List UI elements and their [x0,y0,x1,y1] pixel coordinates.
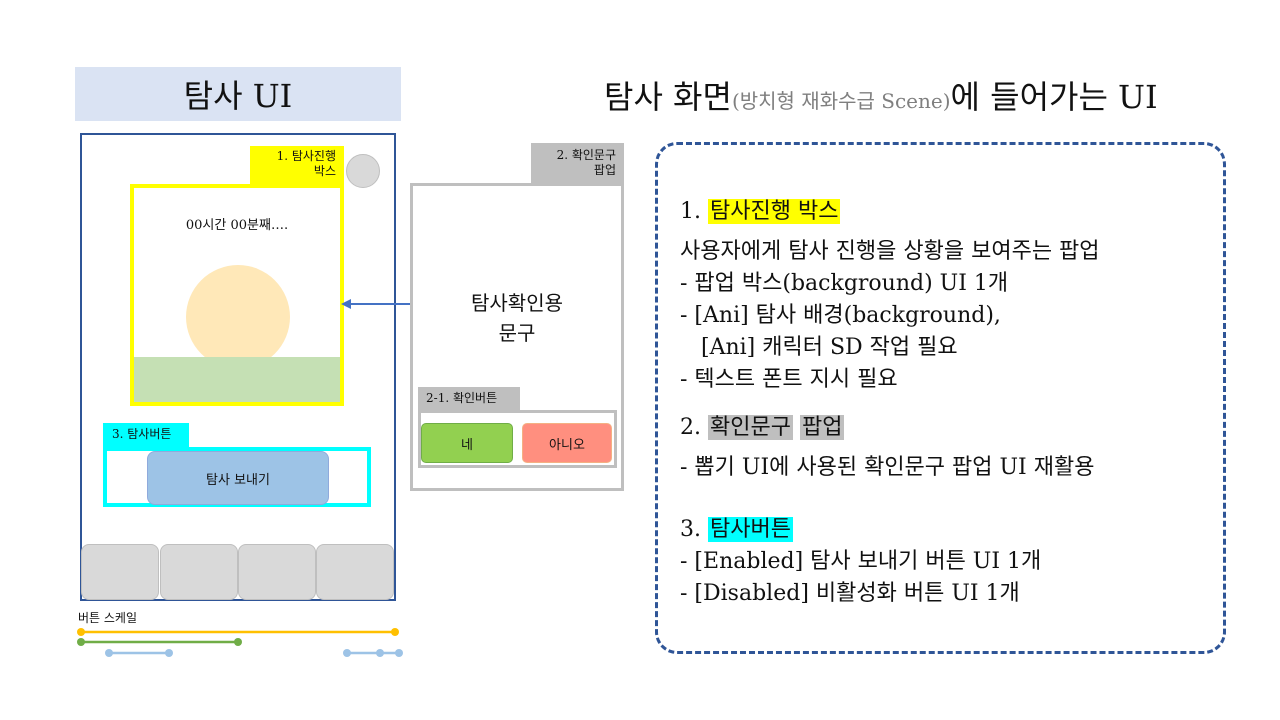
section2-item: - 뽑기 UI에 사용된 확인문구 팝업 UI 재활용 [680,455,1095,480]
send-expedition-button[interactable]: 탐사 보내기 [147,451,329,505]
popup-tag-line2: 팝업 [593,163,616,177]
ui-title: 탐사 UI [75,67,401,121]
section1-item: - 팝업 박스(background) UI 1개 [680,271,1009,296]
yes-button[interactable]: 네 [421,423,513,463]
section3-item: - [Disabled] 비활성화 버튼 UI 1개 [680,581,1020,606]
popup-tag-line1: 2. 확인문구 [556,148,616,162]
section3-item: - [Enabled] 탐사 보내기 버튼 UI 1개 [680,549,1042,574]
section1-heading: 1. 탐사진행 박스 [680,196,1210,228]
page-heading: 탐사 화면(방치형 재화수급 Scene)에 들어가는 UI [604,72,1158,118]
avatar-circle [346,154,380,188]
section3-number: 3. [680,517,701,542]
progress-box-tag: 1. 탐사진행 박스 [250,146,344,186]
description-panel [655,142,1226,654]
send-button-tag: 3. 탐사버튼 [103,423,189,447]
button-scale-lines [77,628,403,657]
section1-item: - [Ani] 탐사 배경(background), [680,303,1001,328]
progress-tag-line1: 1. 탐사진행 [276,149,336,163]
send-button-area [103,447,371,507]
confirm-popup-tag: 2. 확인문구 팝업 [531,143,624,185]
arrow-left-icon [341,299,412,309]
section2-number: 2. [680,415,701,440]
tabbar-button-2[interactable] [160,544,238,600]
progress-tag-line2: 박스 [313,164,336,178]
section1-intro: 사용자에게 탐사 진행을 상황을 보여주는 팝업 [680,239,1100,264]
tabbar-button-1[interactable] [81,544,159,600]
popup-message: 탐사확인용 문구 [413,288,621,348]
progress-sun-circle [186,265,290,369]
section2-title-part1: 확인문구 [708,415,793,440]
heading-main: 탐사 화면 [604,78,732,116]
popup-message-line1: 탐사확인용 [471,291,563,315]
section1-title: 탐사진행 박스 [708,199,841,224]
progress-box: 00시간 00분째…. [130,184,344,406]
section1-number: 1. [680,199,701,224]
progress-ground [134,357,340,402]
progress-time-text: 00시간 00분째…. [185,218,289,233]
popup-message-line2: 문구 [498,321,536,345]
confirm-button-tag: 2-1. 확인버튼 [418,387,520,411]
heading-tail: 에 들어가는 UI [950,78,1158,116]
tabbar-button-3[interactable] [238,544,316,600]
section3-title: 탐사버튼 [708,517,793,542]
button-scale-label: 버튼 스케일 [78,611,138,625]
section1-item: [Ani] 캐릭터 SD 작업 필요 [680,335,958,360]
section1-item: - 텍스트 폰트 지시 필요 [680,367,898,392]
section2-title-part2: 팝업 [799,415,845,440]
section3-heading: 3. 탐사버튼 [680,514,1210,546]
section2-heading: 2. 확인문구 팝업 [680,412,1210,444]
no-button[interactable]: 아니오 [522,423,612,463]
confirm-button-area [418,410,617,468]
heading-scene-note: (방치형 재화수급 Scene) [731,89,951,113]
description-content: 1. 탐사진행 박스 사용자에게 탐사 진행을 상황을 보여주는 팝업 - 팝업… [680,196,1210,610]
tabbar-button-4[interactable] [316,544,394,600]
